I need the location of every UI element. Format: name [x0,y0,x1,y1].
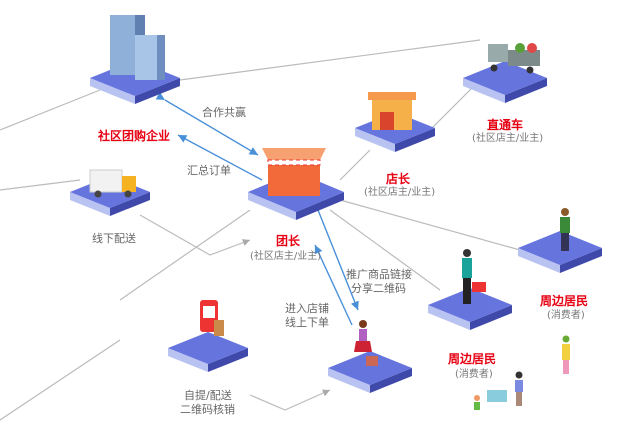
node-leader-sub: (社区店主/业主) [250,251,322,262]
node-leader-title: 团长 [276,234,301,248]
walking-woman-icon [562,335,570,374]
node-resident-mid-sub: (消费者) [455,369,493,380]
node-manager-title: 店长 [386,172,411,186]
node-pickup-line2: 二维码核销 [180,403,235,416]
arrow-win-win [155,92,259,156]
phone-qr-icon [200,300,224,336]
node-enterprise-title: 社区团购企业 [98,129,171,143]
arrow-promote [317,209,359,311]
shopper-woman-icon [462,249,486,304]
shopper-man-icon [560,208,570,251]
connector-line [0,339,121,421]
arrow-enter-store [314,244,353,326]
node-resident-mid-title: 周边居民 [448,352,497,366]
node-direct-title: 直通车 [487,118,524,132]
truck-icon [89,169,136,198]
arrow-summary-order [177,134,263,181]
node-pickup-line1: 自提/配送 [184,389,232,402]
connector-line [119,209,251,301]
node-direct-sub: (社区店主/业主) [472,133,544,144]
connector-line [249,389,331,411]
consumer-woman-icon [354,320,378,366]
edge-enter-store-line2: 线上下单 [285,316,329,329]
platform-resident-mid [428,288,512,330]
connector-line [329,209,441,291]
edge-enter-store-line1: 进入店铺 [285,302,329,315]
platform-direct [463,61,547,103]
small-store-icon [368,92,416,130]
produce-truck-icon [488,43,540,74]
connector-line [339,149,371,181]
cart-family-icon [474,371,523,410]
connector-line [0,89,101,131]
edge-promote-line1: 推广商品链接 [346,268,412,281]
edge-summary-order-label: 汇总订单 [187,164,231,177]
platform-resident-right [518,231,602,273]
connector-line [139,214,251,256]
node-manager-sub: (社区店主/业主) [364,187,436,198]
node-resident-right-title: 周边居民 [540,294,589,308]
building-icon [110,15,165,80]
edge-promote-line2: 分享二维码 [351,282,406,295]
connector-line [339,199,521,251]
platform-pickup [168,332,248,372]
platform-consumer [328,351,412,393]
store-icon [262,148,326,196]
connector-line [0,179,81,191]
edge-win-win-label: 合作共赢 [202,106,246,119]
node-delivery-title: 线下配送 [92,232,136,245]
connector-line [179,39,481,81]
node-resident-right-sub: (消费者) [547,310,585,321]
